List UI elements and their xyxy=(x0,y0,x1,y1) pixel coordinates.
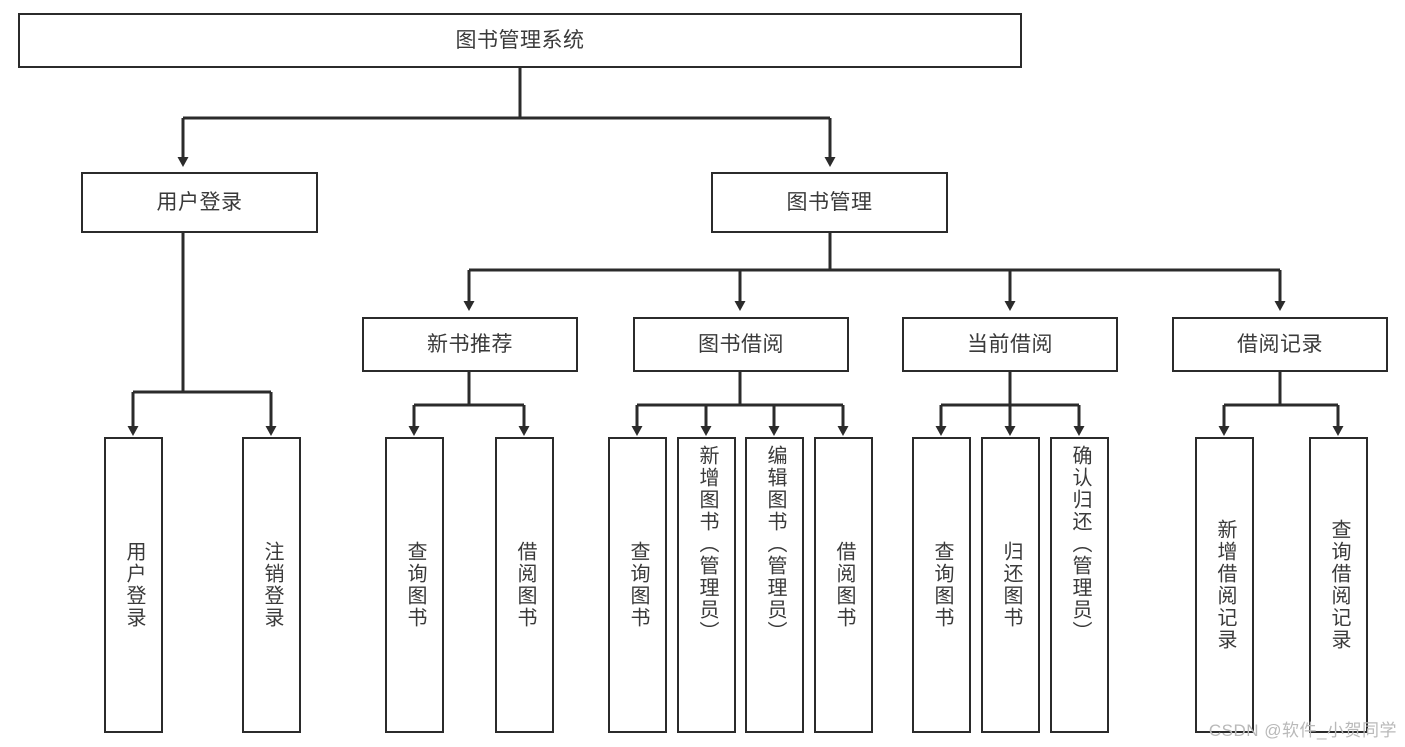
node-label: 新书推荐 xyxy=(427,332,513,356)
node-book-borrow[interactable]: 图书借阅 xyxy=(633,317,849,372)
node-leaf-cb-query-book[interactable]: 查询图书 xyxy=(912,437,971,733)
node-user-login[interactable]: 用户登录 xyxy=(81,172,318,233)
node-label: 编辑图书（管理员） xyxy=(764,445,786,643)
node-label: 借阅记录 xyxy=(1237,332,1323,356)
node-leaf-bb-add-book-admin[interactable]: 新增图书（管理员） xyxy=(677,437,736,733)
node-borrow-record[interactable]: 借阅记录 xyxy=(1172,317,1388,372)
node-label: 新增借阅记录 xyxy=(1214,519,1236,651)
node-label: 图书借阅 xyxy=(698,332,784,356)
node-label: 图书管理 xyxy=(786,190,873,214)
node-label: 确认归还（管理员） xyxy=(1069,445,1091,643)
node-label: 用户登录 xyxy=(123,541,145,629)
node-leaf-logout[interactable]: 注销登录 xyxy=(242,437,301,733)
node-label: 当前借阅 xyxy=(967,332,1053,356)
node-leaf-bb-borrow-book[interactable]: 借阅图书 xyxy=(814,437,873,733)
node-label: 注销登录 xyxy=(261,541,283,629)
node-leaf-bb-edit-book-admin[interactable]: 编辑图书（管理员） xyxy=(745,437,804,733)
node-leaf-nb-query-book[interactable]: 查询图书 xyxy=(385,437,444,733)
node-label: 新增图书（管理员） xyxy=(696,445,718,643)
node-label: 查询图书 xyxy=(627,541,649,629)
node-label: 借阅图书 xyxy=(514,541,536,629)
node-leaf-nb-borrow-book[interactable]: 借阅图书 xyxy=(495,437,554,733)
node-label: 查询图书 xyxy=(404,541,426,629)
csdn-watermark: CSDN @软件_小贺同学 xyxy=(1208,721,1397,740)
node-label: 用户登录 xyxy=(156,190,243,214)
node-label: 图书管理系统 xyxy=(455,28,585,52)
node-label: 借阅图书 xyxy=(833,541,855,629)
node-leaf-user-login[interactable]: 用户登录 xyxy=(104,437,163,733)
node-leaf-cb-return-book[interactable]: 归还图书 xyxy=(981,437,1040,733)
node-leaf-br-query-record[interactable]: 查询借阅记录 xyxy=(1309,437,1368,733)
node-leaf-bb-query-book[interactable]: 查询图书 xyxy=(608,437,667,733)
node-leaf-br-add-record[interactable]: 新增借阅记录 xyxy=(1195,437,1254,733)
node-current-borrow[interactable]: 当前借阅 xyxy=(902,317,1118,372)
node-label: 查询图书 xyxy=(931,541,953,629)
node-leaf-cb-confirm-return-admin[interactable]: 确认归还（管理员） xyxy=(1050,437,1109,733)
node-new-book-recommend[interactable]: 新书推荐 xyxy=(362,317,578,372)
node-label: 查询借阅记录 xyxy=(1328,519,1350,651)
node-label: 归还图书 xyxy=(1000,541,1022,629)
node-root-book-management-system[interactable]: 图书管理系统 xyxy=(18,13,1022,68)
node-book-management[interactable]: 图书管理 xyxy=(711,172,948,233)
